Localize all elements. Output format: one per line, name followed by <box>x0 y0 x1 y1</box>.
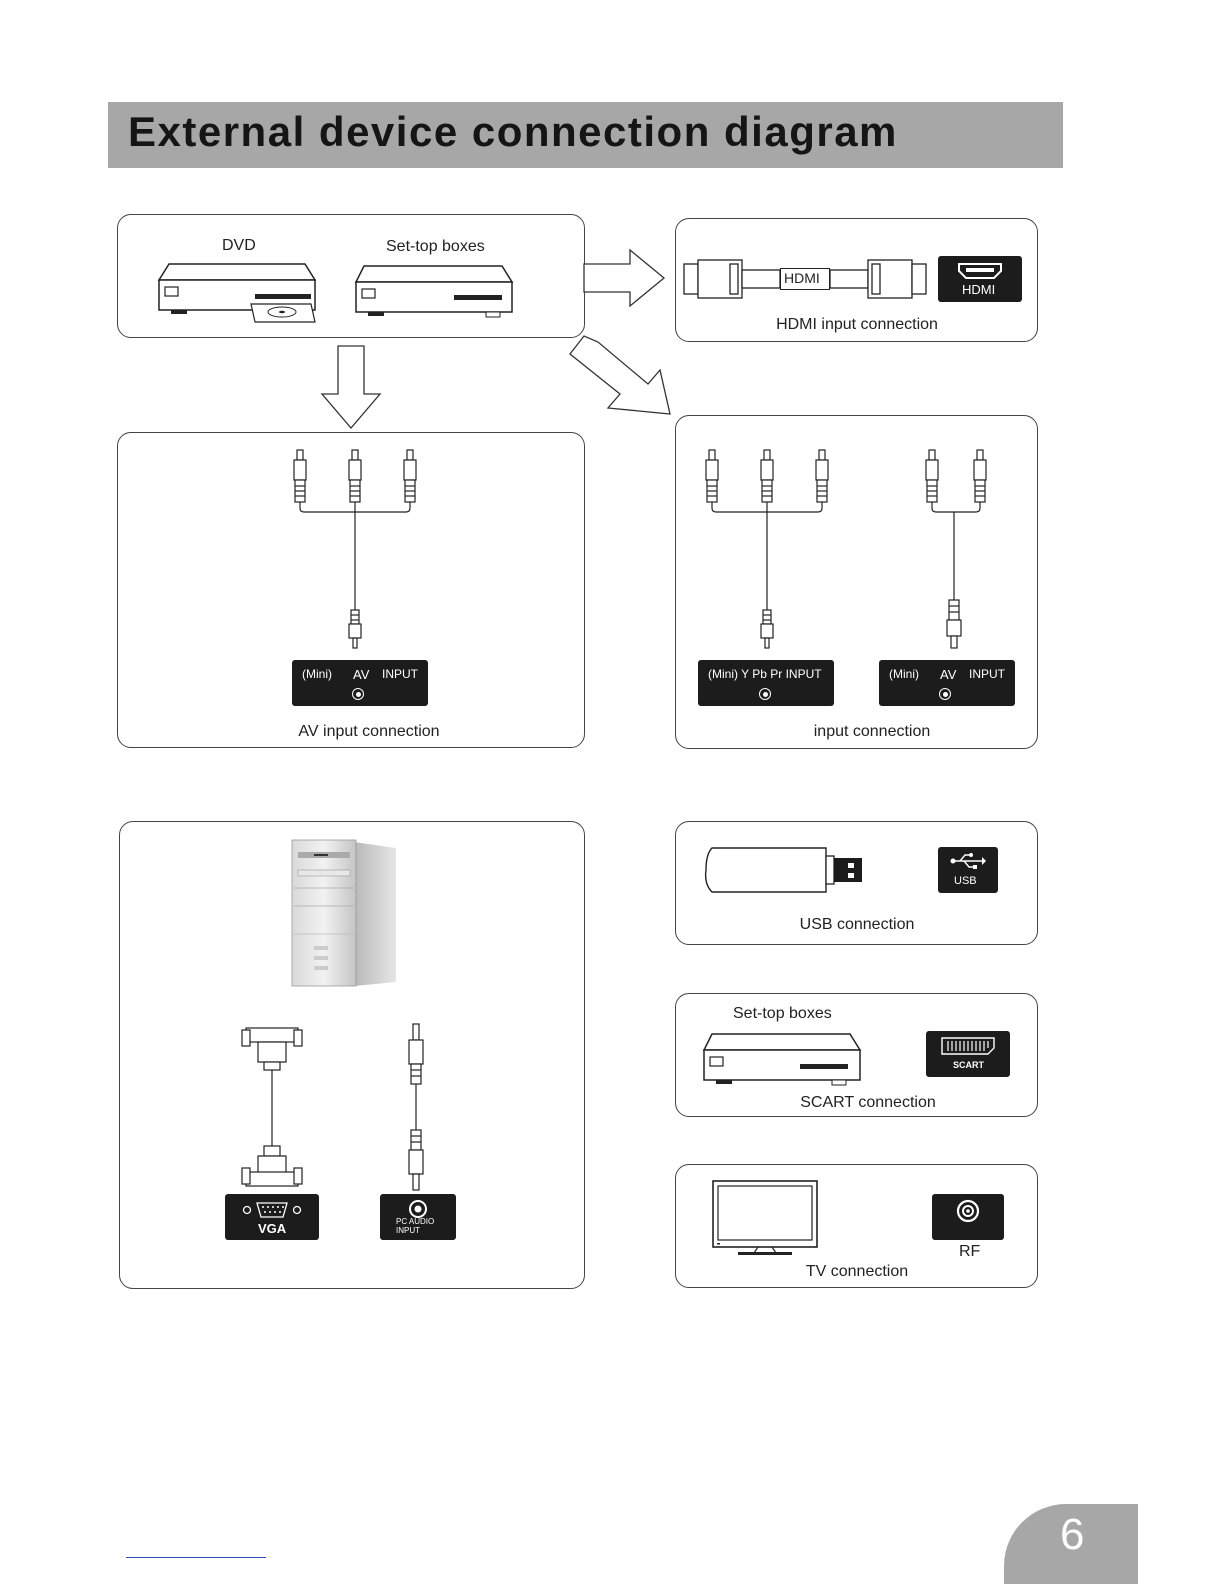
set-top-boxes-label: Set-top boxes <box>386 238 485 256</box>
av-cable-icon <box>280 446 430 656</box>
rca-plug-icon <box>404 450 416 502</box>
vga-connector-icon <box>242 1146 302 1186</box>
usb-stick-icon <box>702 844 868 896</box>
ypbpr-cable-icon <box>692 446 842 656</box>
pc-audio-port: PC AUDIO INPUT <box>380 1194 456 1240</box>
vga-connector-icon <box>242 1028 302 1070</box>
usb-symbol-icon <box>950 852 986 870</box>
ypbpr-jack-label: (Mini) Y Pb Pr INPUT <box>708 667 822 681</box>
pc-audio-cable-icon <box>398 1020 434 1196</box>
page-number-tab: 6 <box>1004 1504 1138 1584</box>
usb-caption: USB connection <box>800 916 915 934</box>
rf-coax-icon <box>956 1199 980 1223</box>
hdmi-cable-label: HDMI <box>784 270 820 286</box>
set-top-box-icon <box>352 262 518 324</box>
page-number: 6 <box>1060 1510 1084 1560</box>
av-jack-2-mini: (Mini) <box>889 667 919 681</box>
pc-audio-socket-icon <box>408 1199 428 1219</box>
scart-jack-label: SCART <box>953 1060 984 1070</box>
scart-stb-label: Set-top boxes <box>733 1005 832 1023</box>
av-jack-2-socket-icon <box>939 688 951 700</box>
av-jack-socket-icon <box>352 688 364 700</box>
usb-port: USB <box>938 847 998 893</box>
ypbpr-input-jack: (Mini) Y Pb Pr INPUT <box>698 660 834 706</box>
av-caption: AV input connection <box>298 723 439 741</box>
av-jack-2-input: INPUT <box>969 667 1005 681</box>
component-caption: input connection <box>814 723 931 741</box>
dvd-player-icon <box>155 260 325 326</box>
pc-tower-icon <box>288 836 406 988</box>
hdmi-caption: HDMI input connection <box>776 316 938 334</box>
rca-plug-icon <box>706 450 718 502</box>
hdmi-port-icon <box>956 262 1004 280</box>
rca-plug-icon <box>816 450 828 502</box>
tv-caption: TV connection <box>806 1263 908 1281</box>
vga-port-icon <box>241 1200 303 1220</box>
rca-plug-icon <box>294 450 306 502</box>
av-jack-2-av: AV <box>940 667 956 682</box>
arrow-right-icon <box>584 248 668 310</box>
audio-cable-icon <box>912 446 1002 656</box>
pc-audio-label-1: PC AUDIO <box>396 1217 434 1226</box>
vga-port: VGA <box>225 1194 319 1240</box>
tv-icon <box>710 1178 822 1258</box>
audio-jack-icon <box>409 1130 423 1190</box>
footer-line <box>126 1557 266 1558</box>
set-top-box-icon <box>700 1032 866 1092</box>
dvd-label: DVD <box>222 237 256 255</box>
audio-jack-icon <box>409 1024 423 1084</box>
vga-cable-icon <box>236 1024 308 1194</box>
rf-label: RF <box>959 1243 980 1261</box>
vga-label: VGA <box>258 1221 286 1236</box>
scart-port: SCART <box>926 1031 1010 1077</box>
scart-port-icon <box>940 1036 996 1056</box>
av-input-jack-2: (Mini) AV INPUT <box>879 660 1015 706</box>
av-jack-av: AV <box>353 667 369 682</box>
pc-audio-label-2: INPUT <box>396 1226 420 1235</box>
av-input-jack: (Mini) AV INPUT <box>292 660 428 706</box>
hdmi-jack-label: HDMI <box>962 282 995 297</box>
arrow-diagonal-icon <box>566 330 678 420</box>
av-jack-input: INPUT <box>382 667 418 681</box>
title-bar: External device connection diagram <box>108 102 1063 168</box>
rca-plug-icon <box>974 450 986 502</box>
rf-port <box>932 1194 1004 1240</box>
rca-plug-icon <box>926 450 938 502</box>
rca-plug-icon <box>761 450 773 502</box>
av-jack-mini: (Mini) <box>302 667 332 681</box>
hdmi-jack: HDMI <box>938 256 1022 302</box>
page-title: External device connection diagram <box>128 108 898 156</box>
arrow-down-icon <box>318 344 384 432</box>
usb-jack-label: USB <box>954 875 977 887</box>
ypbpr-jack-socket-icon <box>759 688 771 700</box>
rca-plug-icon <box>349 450 361 502</box>
scart-caption: SCART connection <box>800 1094 935 1112</box>
